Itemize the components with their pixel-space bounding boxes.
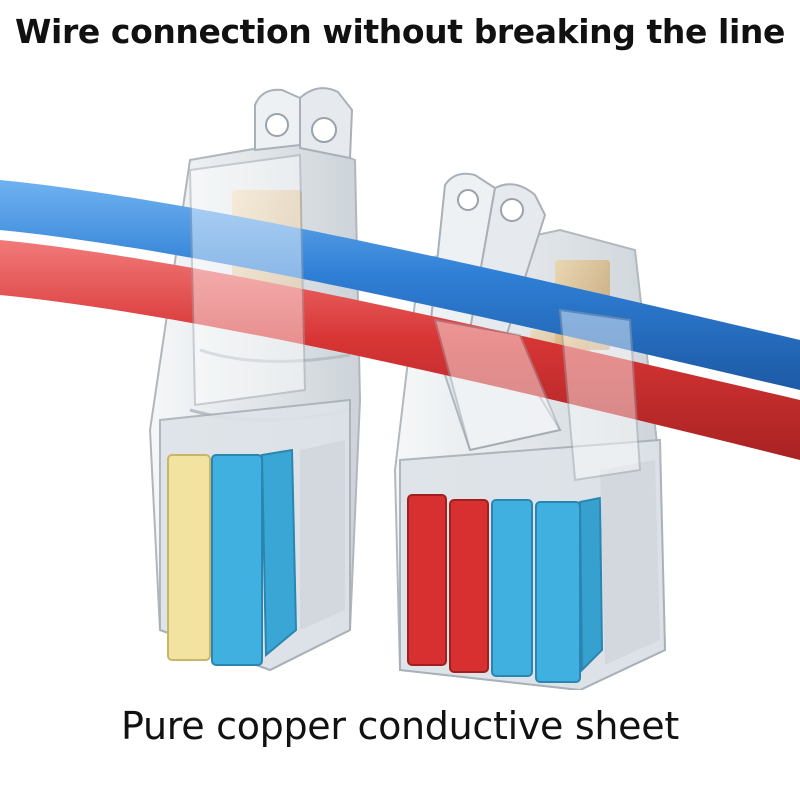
red-wire xyxy=(0,240,800,460)
lever-red xyxy=(449,499,489,673)
left-levers xyxy=(167,448,298,666)
connector-clips-front xyxy=(188,153,642,482)
caption: Pure copper conductive sheet xyxy=(121,704,679,748)
wires xyxy=(0,180,800,460)
lever-blue xyxy=(491,499,533,677)
blue-wire xyxy=(0,180,800,390)
connector-illustration xyxy=(0,87,800,690)
right-levers xyxy=(407,494,604,683)
left-mounting-tabs xyxy=(254,87,354,160)
lever-yellow xyxy=(167,454,211,661)
lever-red xyxy=(407,494,447,666)
lever-blue xyxy=(535,501,581,683)
lever-blue xyxy=(260,448,298,658)
headline: Wire connection without breaking the lin… xyxy=(15,12,785,51)
lever-blue xyxy=(211,454,263,666)
